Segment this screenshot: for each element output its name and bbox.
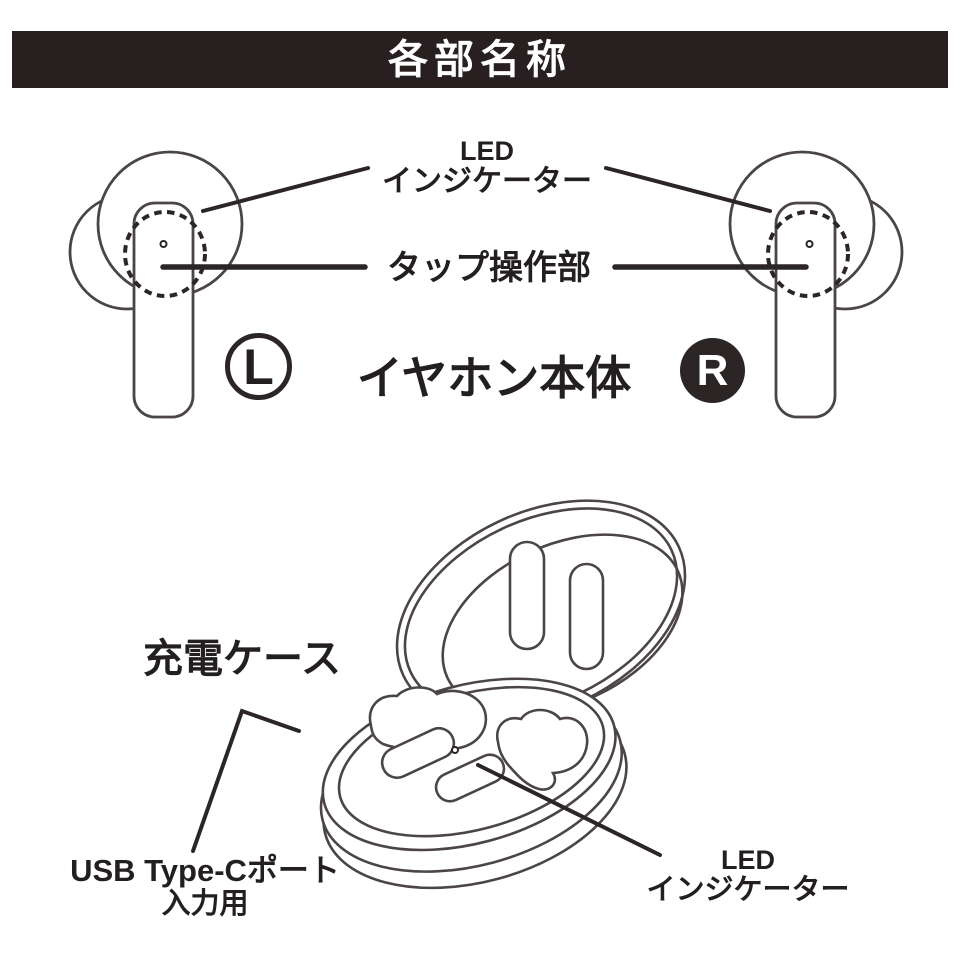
led-leader-left [201, 166, 370, 213]
usb-port-label: USB Type-Cポート 入力用 [70, 853, 340, 919]
right-badge: R [680, 338, 745, 403]
lid-slot-left [508, 540, 546, 651]
tap-control-label: タップ操作部 [387, 249, 591, 287]
left-led-dot [159, 240, 168, 248]
led-label-line1: LED [460, 136, 514, 166]
earphone-body-label: イヤホン本体 [356, 352, 632, 404]
case-bottom-drawing [319, 677, 628, 890]
led-indicator-label-top: LED インジケーター [382, 136, 592, 198]
led-indicator-label-bottom: LED インジケーター [646, 846, 849, 906]
right-led-dot [805, 240, 814, 248]
case-led-leader [476, 763, 662, 857]
page-title: 各部名称 [388, 37, 572, 82]
led-label-line2: インジケーター [382, 165, 592, 198]
case-hinge-dot [451, 746, 459, 754]
left-earbud-cutout [368, 686, 488, 752]
earbud-leader-lines [160, 166, 809, 270]
right-earbud-drawing [728, 150, 904, 419]
case-leader-lines [191, 708, 662, 857]
usb-port-label-line2: 入力用 [161, 888, 249, 920]
header-bar: 各部名称 [12, 31, 948, 88]
right-cutout-stem [434, 753, 506, 803]
left-cutout-stem [380, 726, 456, 780]
right-tap-area-marker [766, 210, 850, 298]
charging-case-label: 充電ケース [143, 637, 341, 681]
left-tap-area-marker [123, 210, 207, 298]
case-led-label-line2: インジケーター [646, 874, 850, 906]
right-badge-letter: R [696, 345, 729, 395]
case-led-label-line1: LED [720, 845, 775, 875]
left-badge: L [225, 333, 292, 400]
right-earbud-cutout [495, 708, 589, 791]
led-leader-right [604, 166, 772, 213]
left-badge-letter: L [243, 338, 274, 395]
usb-port-label-line1: USB Type-Cポート [70, 853, 340, 888]
usb-port-leader [191, 708, 301, 853]
lid-slot-right [568, 562, 605, 671]
left-earbud-drawing [68, 150, 244, 419]
right-earbud-stem [774, 201, 837, 419]
left-earbud-stem [132, 201, 195, 419]
